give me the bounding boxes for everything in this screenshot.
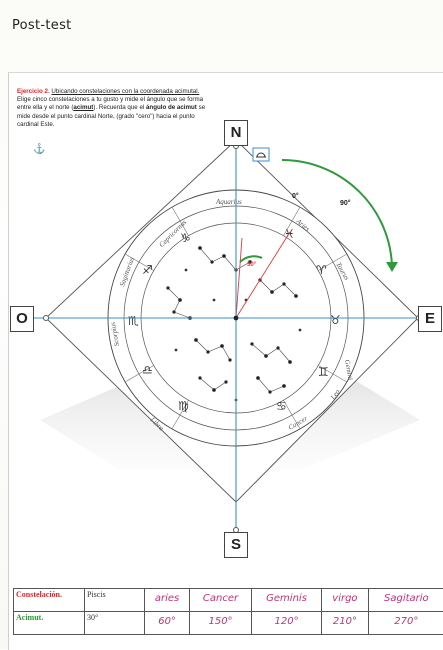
answer-cell[interactable]: virgo [322,589,369,612]
row-label-constellation: Constelación. [14,589,85,612]
label-zero: 0° [292,192,299,200]
green-arc-arrowhead [386,262,398,272]
anchor-icon: ⚓ [33,142,45,155]
axis-end-west [44,316,49,321]
answer-angle-4: 210° [324,613,366,627]
glyph-taurus: ♉ [330,313,341,327]
glyph-libra: ♎ [142,363,153,377]
example-angle: 30° [85,612,145,635]
answer-name-5: Sagitario [371,590,442,604]
answer-angle-1: 60° [147,613,187,627]
glyph-cancer: ♋ [276,399,287,413]
answer-cell[interactable]: Geminis [251,589,321,612]
example-constellation: Piscis [85,589,145,612]
answer-table: Constelación. Piscis aries Cancer Gemini… [13,588,443,635]
table-row-acimut: Acimut. 30° 60° 150° 120° 210° 270° [14,612,443,635]
answer-cell[interactable]: 60° [145,612,190,635]
answer-cell[interactable]: Cancer [190,589,252,612]
answer-cell[interactable]: Sagitario [368,589,443,612]
answer-angle-5: 270° [371,613,442,627]
compass-west-label: O [10,306,34,332]
mini-compass-icon [253,148,269,161]
compass-south-label: S [224,532,248,558]
answer-name-1: aries [147,590,187,604]
glyph-aries: ♈ [316,263,327,277]
answer-cell[interactable]: 270° [368,612,443,635]
small-angle-label: 30° [247,262,257,268]
glyph-virgo: ♍ [178,399,189,413]
answer-cell[interactable]: 120° [251,612,321,635]
answer-angle-3: 120° [254,613,319,627]
row-label-acimut: Acimut. [14,612,85,635]
glyph-capricorn: ♑ [180,231,191,245]
answer-name-2: Cancer [192,590,249,604]
table-row-constellation: Constelación. Piscis aries Cancer Gemini… [14,589,443,612]
ring-label-virgo: Aquarius [215,198,242,206]
compass-north-label: N [224,120,248,146]
label-ninety: 90° [340,199,351,207]
answer-angle-2: 150° [192,613,249,627]
answer-name-3: Geminis [254,590,319,604]
compass-east-label: E [418,306,442,332]
answer-name-4: virgo [324,590,366,604]
answer-cell[interactable]: 150° [190,612,252,635]
glyph-scorpio: ♏ [128,314,139,328]
glyph-sagittarius: ♐ [142,263,153,277]
answer-cell[interactable]: aries [145,589,190,612]
answer-cell[interactable]: 210° [322,612,369,635]
center-dot [234,316,239,321]
glyph-gemini: ♊ [318,365,329,379]
